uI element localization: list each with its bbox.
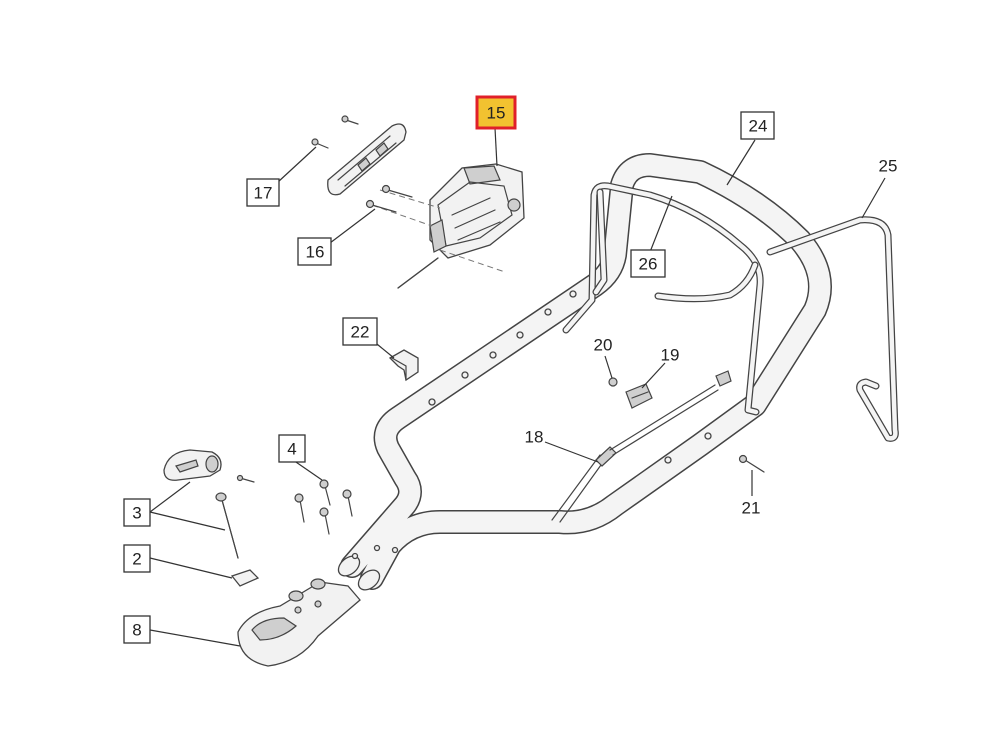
main-handle-tube	[337, 153, 832, 591]
callout-22[interactable]: 22	[342, 317, 378, 346]
leader-lines	[149, 127, 886, 647]
pin	[236, 474, 255, 483]
callout-18[interactable]: 18	[525, 428, 544, 447]
bolt	[319, 507, 330, 535]
clip	[388, 349, 419, 382]
callout-18-label: 18	[525, 428, 544, 447]
bolt	[381, 184, 413, 198]
callout-25-label: 25	[879, 157, 898, 176]
callout-26-label: 26	[639, 255, 658, 274]
nut	[608, 377, 618, 387]
bolt	[738, 454, 765, 473]
callout-8[interactable]: 8	[123, 615, 151, 644]
callout-17-label: 17	[254, 184, 273, 203]
callout-16[interactable]: 16	[297, 237, 332, 266]
callout-8-label: 8	[132, 621, 141, 640]
washer-plate	[230, 569, 260, 587]
cable-clamp	[625, 383, 653, 409]
callout-20-label: 20	[594, 336, 613, 355]
callout-25[interactable]: 25	[879, 157, 898, 176]
callout-21-label: 21	[742, 499, 761, 518]
operator-bail	[562, 182, 764, 416]
callout-16-label: 16	[306, 243, 325, 262]
assembly-guide-line	[439, 249, 506, 273]
callout-26[interactable]: 26	[630, 249, 666, 278]
callout-15[interactable]: 15	[475, 95, 517, 130]
callout-20[interactable]: 20	[594, 336, 613, 355]
handle-bracket	[237, 578, 361, 667]
quick-release-lever	[163, 449, 222, 481]
callout-3[interactable]: 3	[123, 498, 151, 527]
callout-4[interactable]: 4	[278, 434, 306, 463]
callout-3-label: 3	[132, 504, 141, 523]
bolt	[294, 493, 305, 523]
callout-19-label: 19	[661, 346, 680, 365]
bolt	[319, 479, 331, 506]
callout-19[interactable]: 19	[661, 346, 680, 365]
callout-22-label: 22	[351, 323, 370, 342]
bolt	[365, 199, 397, 213]
long-bolt	[215, 492, 239, 559]
callout-2[interactable]: 2	[123, 544, 151, 573]
callout-21[interactable]: 21	[742, 499, 761, 518]
callout-24[interactable]: 24	[740, 111, 775, 140]
callout-4-label: 4	[287, 440, 296, 459]
control-rod	[766, 216, 899, 442]
grip-cover	[327, 123, 407, 196]
screw	[311, 138, 329, 149]
callout-15-label: 15	[487, 104, 506, 123]
control-box-assembly	[397, 163, 525, 289]
throttle-cable	[551, 370, 732, 523]
assembly-guide-line	[379, 189, 441, 209]
callout-24-label: 24	[749, 117, 768, 136]
callout-2-label: 2	[132, 550, 141, 569]
bolt	[342, 489, 353, 517]
callout-17[interactable]: 17	[246, 178, 280, 207]
screw	[341, 115, 359, 125]
